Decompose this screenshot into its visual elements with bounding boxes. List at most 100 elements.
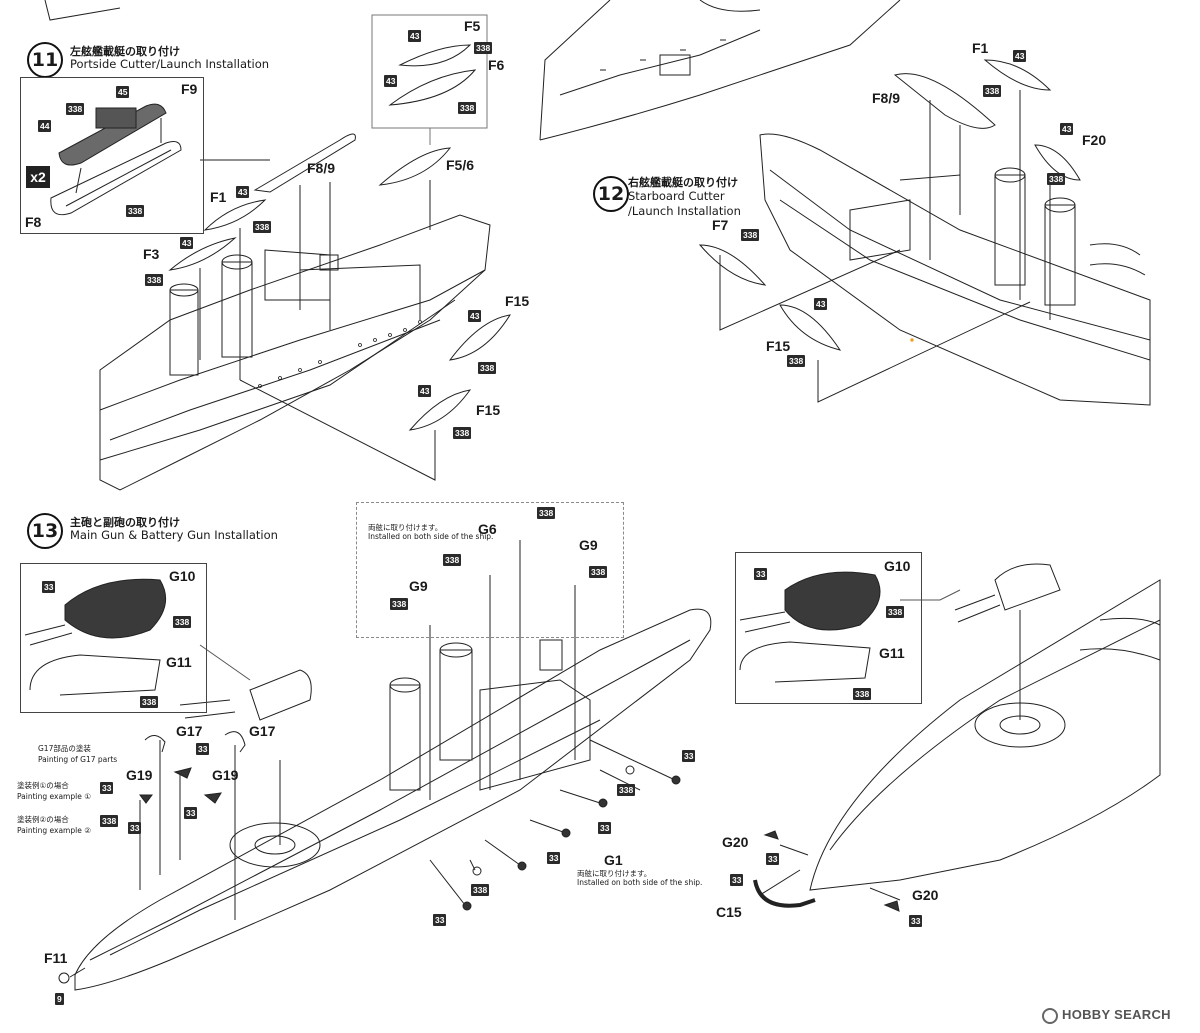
part-g17: G17 — [249, 723, 276, 739]
code-338: 338 — [478, 362, 497, 374]
code-33: 33 — [42, 581, 56, 593]
f8-f9-inset-drawing — [50, 103, 182, 216]
g17-paint-note-en: Painting of G17 parts — [38, 755, 118, 764]
code-338: 338 — [390, 598, 409, 610]
code-338: 338 — [66, 103, 85, 115]
code-33: 33 — [184, 807, 198, 819]
code-338: 338 — [453, 427, 472, 439]
code-33: 33 — [128, 822, 142, 834]
painting-example-2-en: Painting example ② — [17, 826, 91, 835]
part-f9: F9 — [181, 81, 198, 97]
code-44: 44 — [38, 120, 52, 132]
code-43: 43 — [814, 298, 828, 310]
code-43: 43 — [236, 186, 250, 198]
code-33: 33 — [196, 743, 210, 755]
code-33: 33 — [598, 822, 612, 834]
code-338: 338 — [443, 554, 462, 566]
step-13-right-gun-inset: 33 G10 338 G11 338 — [735, 552, 922, 704]
step-12-title-en-line1: Starboard Cutter — [628, 189, 725, 203]
part-f8-9: F8/9 — [872, 90, 901, 106]
step-11-title-jp: 左舷艦載艇の取り付け — [70, 45, 180, 58]
code-33: 33 — [547, 852, 561, 864]
code-338: 338 — [537, 507, 556, 519]
part-g19: G19 — [212, 767, 239, 783]
code-43: 43 — [384, 75, 398, 87]
code-33: 33 — [730, 874, 744, 886]
step-13-gun-inset: 33 G10 338 G11 338 — [20, 563, 207, 713]
part-f3: F3 — [143, 246, 160, 262]
code-338: 338 — [741, 229, 760, 241]
code-45: 45 — [116, 86, 130, 98]
code-43: 43 — [1060, 123, 1074, 135]
code-338: 338 — [173, 616, 192, 628]
part-g20: G20 — [912, 887, 939, 903]
code-338: 338 — [126, 205, 145, 217]
code-338: 338 — [1047, 173, 1066, 185]
code-338: 338 — [617, 784, 636, 796]
code-43: 43 — [468, 310, 482, 322]
painting-example-2-jp: 塗装例②の場合 — [17, 815, 69, 824]
step-11-title-en: Portside Cutter/Launch Installation — [70, 57, 270, 71]
part-f15: F15 — [476, 402, 501, 418]
hobby-search-logo-icon — [1042, 1008, 1058, 1024]
code-338: 338 — [886, 606, 905, 618]
code-33: 33 — [754, 568, 768, 580]
part-c15: C15 — [716, 904, 742, 920]
part-g11: G11 — [879, 645, 905, 661]
both-sides-note-en: Installed on both side of the ship. — [368, 532, 494, 541]
step-11-boat-inset: 45 F9 338 44 x2 338 F8 — [20, 77, 204, 234]
multiplier-badge: x2 — [26, 166, 50, 188]
part-g9: G9 — [409, 578, 428, 594]
g17-paint-note-jp: G17部品の塗装 — [38, 744, 91, 753]
step-13-number: 13 — [27, 513, 63, 549]
step-12-number: 12 — [593, 176, 629, 212]
code-338: 338 — [253, 221, 272, 233]
code-338: 338 — [474, 42, 493, 54]
code-33: 33 — [433, 914, 447, 926]
code-43: 43 — [408, 30, 422, 42]
part-g20: G20 — [722, 834, 749, 850]
part-f8: F8 — [25, 214, 42, 230]
code-33: 33 — [909, 915, 923, 927]
code-338: 338 — [145, 274, 164, 286]
code-338: 338 — [471, 884, 490, 896]
part-g10: G10 — [884, 558, 911, 574]
part-g17: G17 — [176, 723, 203, 739]
part-g6: G6 — [478, 521, 497, 537]
code-43: 43 — [180, 237, 194, 249]
code-9: 9 — [55, 993, 64, 1005]
painting-example-1-en: Painting example ① — [17, 792, 91, 801]
part-f15: F15 — [766, 338, 791, 354]
part-f7: F7 — [712, 217, 729, 233]
code-33: 33 — [100, 782, 114, 794]
code-43: 43 — [1013, 50, 1027, 62]
step-13-title-jp: 主砲と副砲の取り付け — [70, 516, 180, 529]
hobby-search-watermark: HOBBY SEARCH — [1062, 1007, 1171, 1022]
painting-example-1-jp: 塗装例①の場合 — [17, 781, 69, 790]
code-338: 338 — [983, 85, 1002, 97]
part-f1: F1 — [972, 40, 989, 56]
g1-note-jp: 両舷に取り付けます。 — [577, 869, 652, 878]
both-sides-guns-box — [356, 502, 624, 638]
g1-note-en: Installed on both side of the ship. — [577, 878, 703, 887]
part-f15: F15 — [505, 293, 530, 309]
part-g1: G1 — [604, 852, 623, 868]
code-338: 338 — [100, 815, 119, 827]
code-338: 338 — [140, 696, 159, 708]
code-338: 338 — [589, 566, 608, 578]
part-f8-9: F8/9 — [307, 160, 336, 176]
code-33: 33 — [766, 853, 780, 865]
both-sides-note-jp: 両舷に取り付けます。 — [368, 523, 443, 532]
step-11-number: 11 — [27, 42, 63, 78]
part-g19: G19 — [126, 767, 153, 783]
part-f11: F11 — [44, 950, 68, 966]
part-g11: G11 — [166, 654, 192, 670]
part-g10: G10 — [169, 568, 196, 584]
code-43: 43 — [418, 385, 432, 397]
step-12-title-en-line2: /Launch Installation — [628, 204, 741, 218]
step-13-title-en: Main Gun & Battery Gun Installation — [70, 528, 278, 542]
step-12-title-jp: 右舷艦載艇の取り付け — [628, 176, 738, 189]
part-g9: G9 — [579, 537, 598, 553]
code-338: 338 — [787, 355, 806, 367]
